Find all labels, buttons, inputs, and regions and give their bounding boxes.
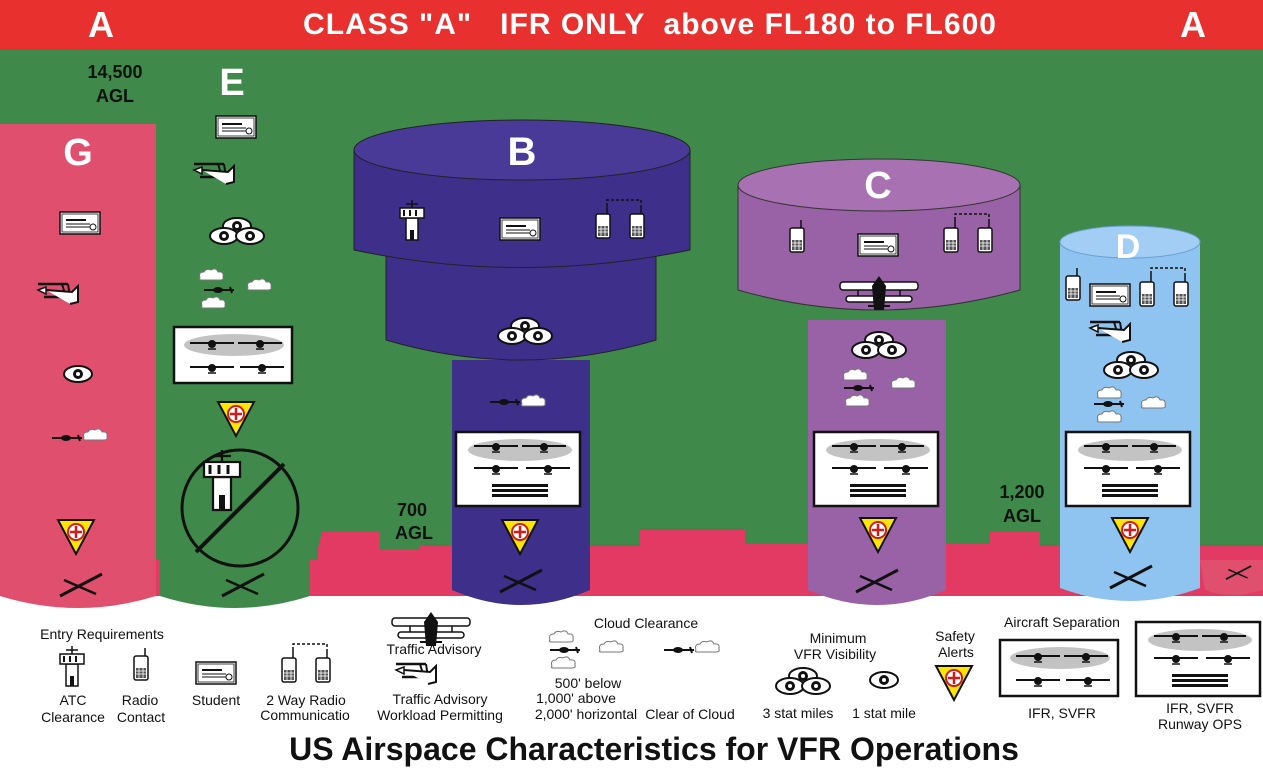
legend-student: Student <box>192 692 240 708</box>
student-card-icon <box>499 217 541 241</box>
legend-cloud-2000: 2,000' horizontal <box>535 706 637 722</box>
student-card-icon <box>59 211 101 235</box>
legend-one-stat: 1 stat mile <box>852 705 916 721</box>
ground-band <box>0 530 1263 596</box>
legend-two-way-line1: 2 Way Radio <box>266 692 346 708</box>
legend-radio-line1: Radio <box>122 692 159 708</box>
legend-min-vis-line2: VFR Visibility <box>794 646 876 662</box>
e-floor-altitude: 14,500 <box>87 62 142 82</box>
separation-runway-icon <box>1066 432 1190 506</box>
b-floor-altitude: 700 <box>397 500 427 520</box>
legend-aircraft-separation: Aircraft Separation <box>1004 614 1120 630</box>
legend-ifr-svfr: IFR, SVFR <box>1028 705 1096 721</box>
eye-icon <box>869 671 899 689</box>
separation-runway-icon <box>814 432 938 506</box>
class-e-column: E <box>160 62 310 608</box>
legend-two-way-line2: Communicatio <box>260 707 350 723</box>
separation-runway-icon <box>456 432 580 506</box>
legend-safety-line2: Alerts <box>938 644 974 660</box>
separation-box-icon <box>174 327 292 383</box>
d-floor-altitude: 1,200 <box>999 482 1044 502</box>
class-e-letter: E <box>219 62 244 104</box>
class-d-letter: D <box>1116 228 1141 266</box>
legend-ifr-svfr-runway-line1: IFR, SVFR <box>1166 700 1234 716</box>
banner-left-mark: A <box>88 4 114 45</box>
class-a-banner <box>0 0 1263 50</box>
d-floor-agl: AGL <box>1003 506 1041 526</box>
legend-traffic-advisory: Traffic Advisory <box>387 641 482 657</box>
class-g-right-stub <box>1200 560 1263 595</box>
banner-title: CLASS "A" IFR ONLY above FL180 to FL600 <box>303 8 997 41</box>
class-d-column: D <box>1059 225 1201 601</box>
separation-runway-icon <box>1136 622 1260 696</box>
b-floor-agl: AGL <box>395 523 433 543</box>
student-card-icon <box>215 115 257 139</box>
eye-icon <box>63 365 93 383</box>
separation-box-icon <box>1000 640 1118 696</box>
e-floor-agl: AGL <box>96 86 134 106</box>
legend-safety-line1: Safety <box>935 628 975 644</box>
class-g-letter: G <box>63 132 93 174</box>
legend-cloud-500: 500' below <box>555 675 622 691</box>
student-card-icon <box>195 661 237 685</box>
legend-three-stat: 3 stat miles <box>763 705 834 721</box>
legend-traffic-workload-line2: Workload Permitting <box>377 707 503 723</box>
class-g-column: G <box>0 124 156 608</box>
legend-atc-line1: ATC <box>60 692 87 708</box>
class-b-column: B <box>353 119 691 605</box>
student-card-icon <box>857 233 899 257</box>
student-card-icon <box>1089 283 1131 307</box>
legend-atc-line2: Clearance <box>41 709 105 725</box>
legend-radio-line2: Contact <box>117 709 165 725</box>
page-title: US Airspace Characteristics for VFR Oper… <box>289 731 1019 767</box>
class-c-letter: C <box>864 165 891 207</box>
class-c-column: C <box>737 158 1021 605</box>
banner-right-mark: A <box>1180 4 1206 45</box>
legend-ifr-svfr-runway-line2: Runway OPS <box>1158 716 1242 732</box>
class-b-letter: B <box>508 130 537 174</box>
legend-cloud-clearance: Cloud Clearance <box>594 615 698 631</box>
legend-cloud-1000: 1,000' above <box>536 690 616 706</box>
no-tower-icon <box>180 448 300 568</box>
legend: Entry Requirements ATC Clearance Radio C… <box>40 611 1260 732</box>
legend-entry-requirements: Entry Requirements <box>40 626 164 642</box>
legend-traffic-workload-line1: Traffic Advisory <box>393 691 488 707</box>
legend-clear-of-cloud: Clear of Cloud <box>645 706 735 722</box>
legend-min-vis-line1: Minimum <box>810 630 867 646</box>
